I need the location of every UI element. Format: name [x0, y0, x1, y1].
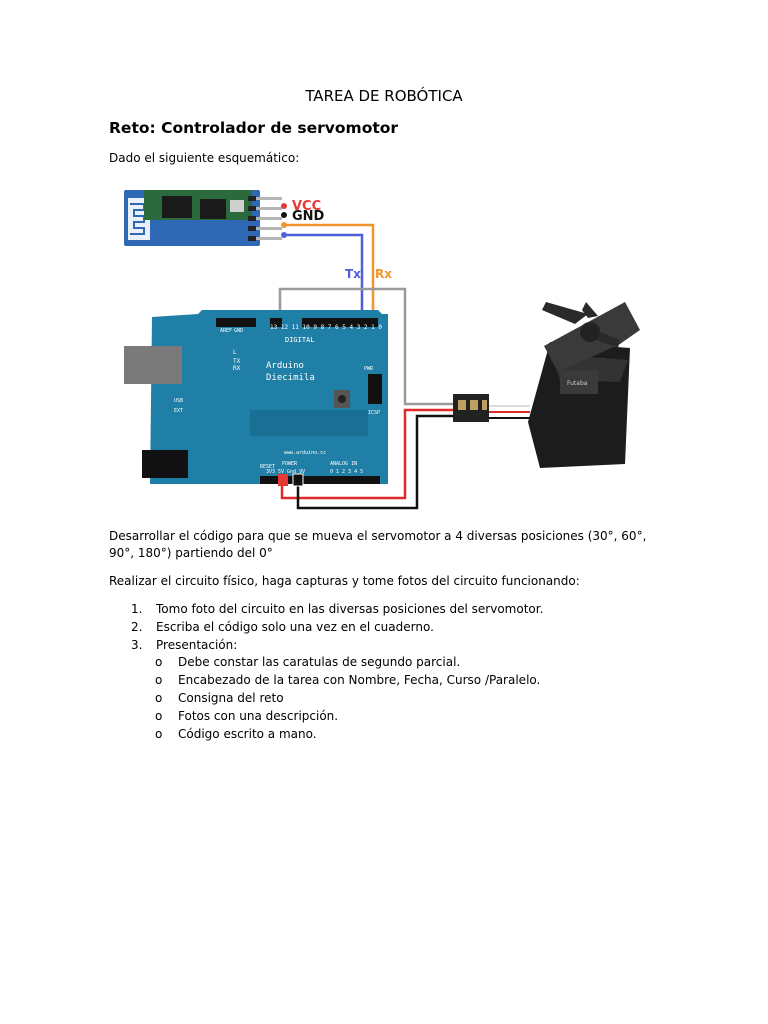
task-paragraph: Desarrollar el código para que se mueva …	[109, 529, 647, 560]
step-text: Tomo foto del circuito en las diversas p…	[156, 602, 544, 616]
aref-label: AREF	[220, 328, 232, 334]
rx-wire	[284, 223, 375, 332]
arduino-board: 13 12 11 10 9 8 7 6 5 4 3 2 1 0 AREF GND…	[124, 310, 388, 487]
bullet: o	[155, 655, 163, 669]
vcc-label: VCC	[292, 199, 321, 214]
subitem-text: Encabezado de la tarea con Nombre, Fecha…	[178, 673, 541, 687]
website-label: www.arduino.cc	[284, 450, 326, 456]
step-text: Escriba el código solo una vez en el cua…	[156, 620, 434, 634]
steps-list: 1. Tomo foto del circuito en las diversa…	[131, 600, 543, 654]
power-pins-label: 5V Gnd 9V	[278, 469, 305, 475]
digital-label: DIGITAL	[285, 336, 315, 344]
list-item: o Debe constar las caratulas de segundo p…	[131, 653, 540, 671]
bullet: o	[155, 709, 163, 723]
gnd-pin-label: GND	[234, 328, 243, 334]
led-tx-label: TX	[233, 358, 241, 365]
step-number: 1.	[131, 602, 143, 616]
analog-label: ANALOG IN	[330, 461, 357, 467]
v33-label: 3V3	[266, 469, 275, 475]
servo-brand: Futaba	[567, 380, 588, 387]
power-wire	[280, 408, 455, 500]
list-item: 3. Presentación:	[131, 636, 543, 654]
reset-label: RESET	[260, 464, 275, 470]
ground-wire	[296, 414, 455, 510]
step-number: 3.	[131, 638, 143, 652]
step-text: Presentación:	[156, 638, 238, 652]
intro-paragraph: Dado el siguiente esquemático:	[109, 151, 300, 165]
schematic-figure: VCC GND Tx Rx 13 12 11	[124, 190, 640, 510]
bullet: o	[155, 673, 163, 687]
list-item: 2. Escriba el código solo una vez en el …	[131, 618, 543, 636]
list-item: o Consigna del reto	[131, 689, 540, 707]
usb-label: USB	[174, 398, 183, 404]
signal-wire	[278, 287, 455, 406]
led-rx-label: RX	[233, 365, 241, 372]
list-item: o Encabezado de la tarea con Nombre, Fech…	[131, 671, 540, 689]
bullet: o	[155, 691, 163, 705]
bullet: o	[155, 727, 163, 741]
tx-label: Tx	[345, 267, 361, 281]
subitem-text: Fotos con una descripción.	[178, 709, 339, 723]
presentation-sublist: o Debe constar las caratulas de segundo p…	[131, 653, 540, 743]
rx-label: Rx	[375, 267, 392, 281]
list-item: o Código escrito a mano.	[131, 725, 540, 743]
step-number: 2.	[131, 620, 143, 634]
tx-wire	[284, 233, 364, 332]
pin-numbers: 13 12 11 10 9 8 7 6 5 4 3 2 1 0	[270, 324, 382, 331]
subitem-text: Debe constar las caratulas de segundo pa…	[178, 655, 461, 669]
list-item: o Fotos con una descripción.	[131, 707, 540, 725]
icsp-label: ICSP	[368, 410, 380, 416]
led-l-label: L	[233, 349, 237, 356]
board-name: Arduino	[266, 361, 304, 371]
bluetooth-module	[124, 190, 282, 246]
instruction-paragraph: Realizar el circuito físico, haga captur…	[109, 574, 580, 588]
pwr-label: PWR	[364, 366, 374, 372]
board-model: Diecimila	[266, 373, 315, 383]
document-title: TAREA DE ROBÓTICA	[305, 87, 463, 105]
subitem-text: Código escrito a mano.	[178, 727, 317, 741]
power-label: POWER	[282, 461, 298, 467]
challenge-heading: Reto: Controlador de servomotor	[109, 119, 399, 137]
ext-label: EXT	[174, 408, 183, 414]
subitem-text: Consigna del reto	[178, 691, 284, 705]
servo-motor: Futaba	[528, 302, 640, 468]
analog-pins-label: 0 1 2 3 4 5	[330, 469, 363, 475]
list-item: 1. Tomo foto del circuito en las diversa…	[131, 600, 543, 618]
gnd-label: GND	[292, 209, 325, 224]
